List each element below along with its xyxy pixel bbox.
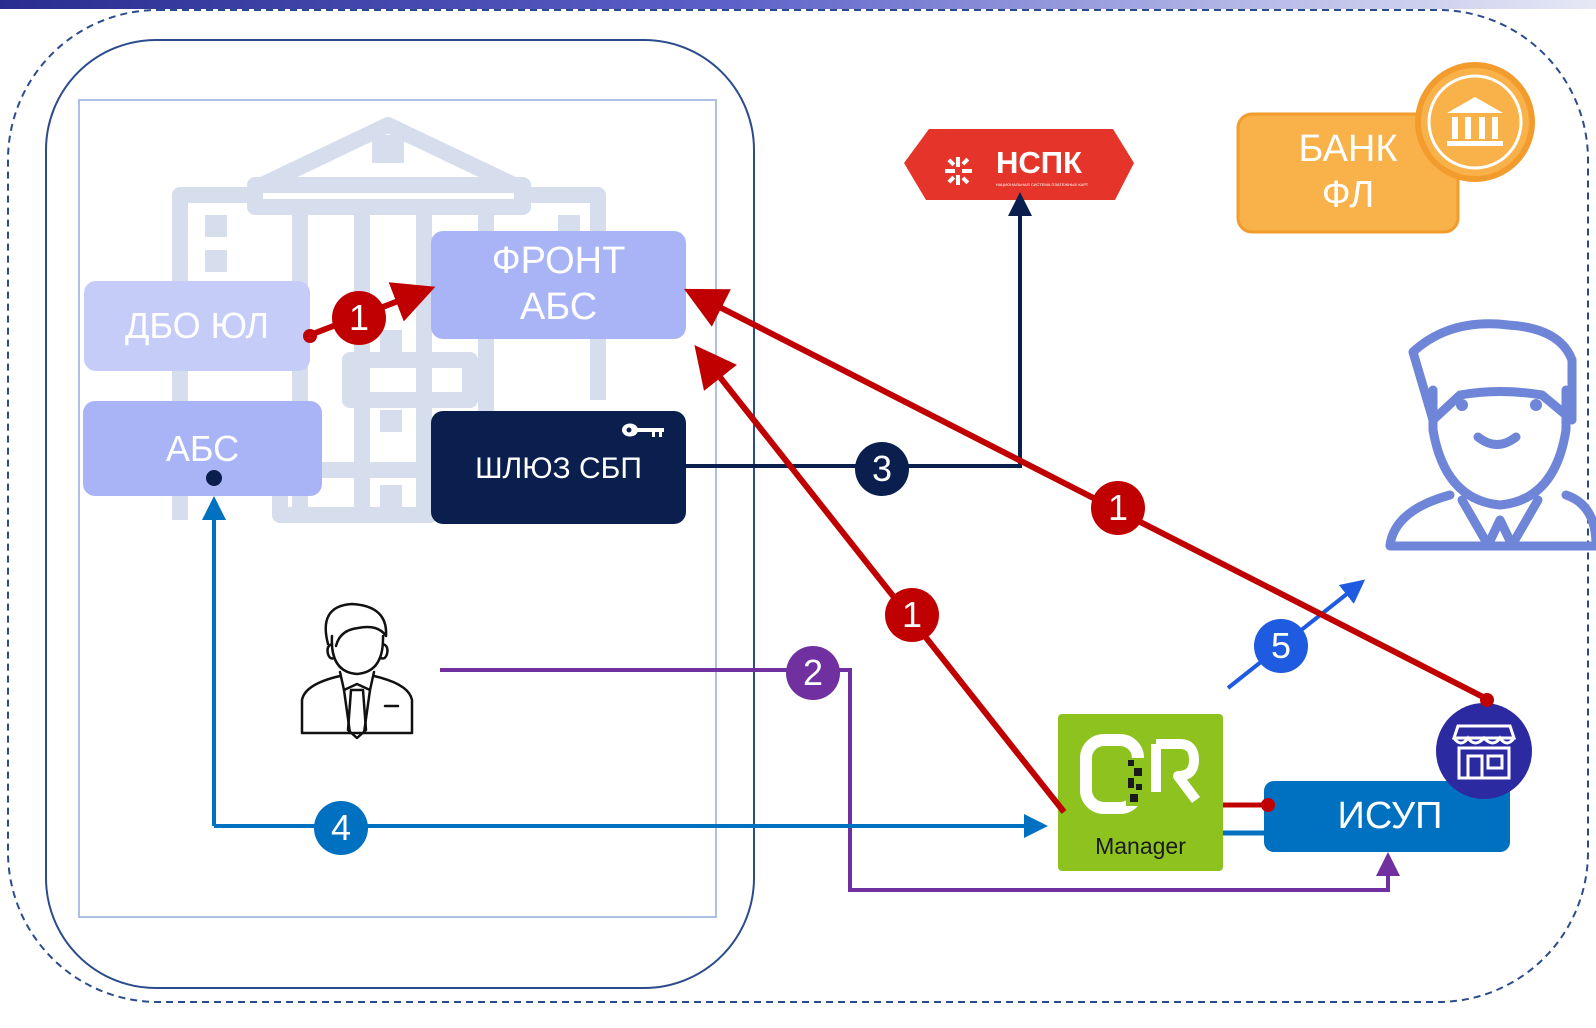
store-icon <box>1436 703 1532 799</box>
step-1-dbo-front: 1 <box>348 297 370 339</box>
front-abs-label: ФРОНТ АБС <box>491 240 626 328</box>
isup-box <box>1264 781 1510 852</box>
abs-box <box>83 401 322 496</box>
step-badge-bg <box>885 588 939 642</box>
gateway-sbp-box <box>431 411 686 524</box>
step-1-qr-front: 1 <box>901 594 923 636</box>
connector-dot <box>1480 693 1494 707</box>
connector-dot <box>1261 798 1275 812</box>
client-person-icon <box>1385 319 1596 551</box>
connector-dot <box>206 470 222 486</box>
qr-manager-logo <box>1058 714 1223 871</box>
step-badge-bg <box>855 442 909 496</box>
front-abs-box <box>431 231 686 339</box>
step-1-merchant-front: 1 <box>1107 487 1129 529</box>
nspk-label: НСПК <box>996 145 1082 181</box>
connector-merchant-front <box>683 288 1489 702</box>
step-4-abs-qr: 4 <box>330 807 352 849</box>
step-badge-bg <box>1091 481 1145 535</box>
connector-dot <box>303 329 317 343</box>
step-badge-bg <box>332 291 386 345</box>
key-icon <box>622 423 664 437</box>
nspk-logo <box>904 129 1134 200</box>
bank-ul-inner-frame <box>78 99 717 918</box>
nspk-caption: НАЦИОНАЛЬНАЯ СИСТЕМА ПЛАТЕЖНЫХ КАРТ <box>995 181 1089 187</box>
step-badge-bg <box>786 646 840 700</box>
abs-label: АБС <box>165 427 240 469</box>
step-3-gateway-nspk: 3 <box>871 448 893 490</box>
step-badge-bg <box>314 801 368 855</box>
connector-gateway-nspk <box>686 192 1032 468</box>
top-accent-bar <box>0 0 1596 9</box>
nspk-star-icon <box>945 157 972 185</box>
step-2-employee-isup: 2 <box>802 652 824 694</box>
employee-icon <box>300 602 414 740</box>
connector-qr-front <box>694 344 1067 814</box>
isup-label: ИСУП <box>1337 794 1443 837</box>
bank-fl-label: БАНК ФЛ <box>1298 128 1398 216</box>
connector-employee-isup <box>440 668 1400 892</box>
step-badge-bg <box>1254 619 1308 673</box>
step-5-qr-client: 5 <box>1270 625 1292 667</box>
dbo-ul-label: ДБО ЮЛ <box>125 305 269 347</box>
bank-columns-icon <box>1415 62 1535 182</box>
gateway-sbp-label: ШЛЮЗ СБП <box>475 452 642 485</box>
bank-ul-frame <box>45 39 755 989</box>
qr-manager-label: Manager <box>1095 833 1186 860</box>
dbo-ul-box <box>84 281 310 371</box>
